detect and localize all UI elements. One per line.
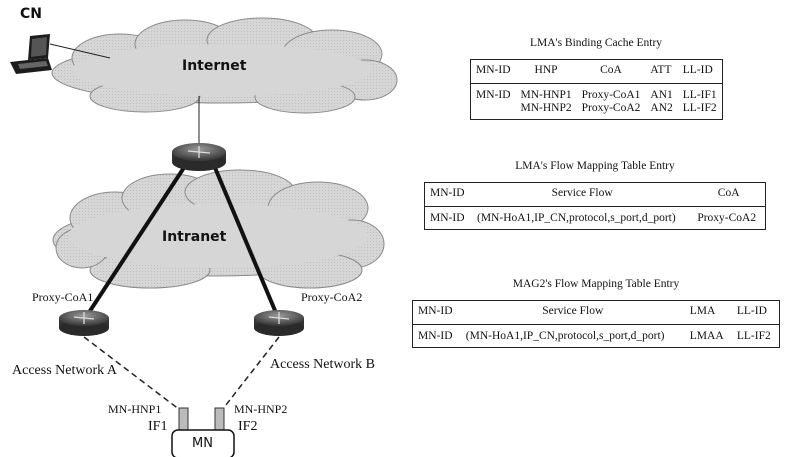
- router-b-icon: [254, 310, 304, 336]
- dashed-link-a: [83, 336, 181, 411]
- table-cell: (MN-HoA1,IP_CN,protocol,s_port,d_port): [465, 330, 665, 342]
- router-link-b: [211, 162, 281, 321]
- table-cell: Proxy-CoA1: [581, 89, 641, 101]
- table-row: MN-ID MN-HNP1 Proxy-CoA1 AN1 LL-IF1: [471, 84, 723, 103]
- header-cell: MN-ID: [470, 59, 516, 84]
- header-cell: LMA: [684, 300, 732, 325]
- table-header-row: MN-ID Service Flow LMA LL-ID: [412, 300, 780, 325]
- table-cell: AN2: [650, 102, 673, 114]
- header-cell: ATT: [645, 59, 678, 84]
- header-cell: Service Flow: [460, 300, 685, 325]
- router-link-a: [82, 161, 189, 322]
- mag2-flow-table: MN-ID Service Flow LMA LL-ID MN-ID (MN-H…: [412, 300, 780, 348]
- header-cell: LL-ID: [731, 300, 780, 325]
- table-cell: MN-HNP2: [520, 102, 572, 114]
- header-cell: HNP: [515, 59, 577, 84]
- cn-label: CN: [20, 6, 42, 22]
- header-cell: MN-ID: [412, 300, 461, 325]
- if2-label: IF2: [238, 419, 258, 434]
- if1-label: IF1: [148, 419, 168, 434]
- header-cell: Service Flow: [472, 182, 693, 207]
- binding-cache-title: LMA's Binding Cache Entry: [529, 37, 663, 49]
- laptop-icon: [10, 34, 52, 74]
- proxy-coa2-label: Proxy-CoA2: [301, 290, 363, 304]
- access-network-b-label: Access Network B: [270, 357, 375, 372]
- cn-internet-link: [49, 43, 111, 59]
- header-cell: MN-ID: [424, 182, 472, 207]
- table-cell: AN1: [650, 89, 673, 101]
- table-header-row: MN-ID HNP CoA ATT LL-ID: [470, 59, 723, 84]
- router-a-icon: [59, 310, 109, 336]
- table-cell: Proxy-CoA2: [581, 102, 641, 114]
- dashed-link-b: [221, 336, 280, 411]
- mn-label: MN: [192, 436, 213, 451]
- header-cell: CoA: [692, 182, 766, 207]
- table-cell: (MN-HoA1,IP_CN,protocol,s_port,d_port): [477, 212, 676, 224]
- table-cell: LL-IF2: [682, 102, 717, 114]
- mag2-flow-title: MAG2's Flow Mapping Table Entry: [512, 278, 680, 290]
- lma-flow-table: MN-ID Service Flow CoA MN-ID (MN-HoA1,IP…: [424, 182, 766, 230]
- binding-cache-table: MN-ID HNP CoA ATT LL-ID MN-ID MN-HNP1 Pr…: [470, 59, 723, 120]
- mobile-node-icon: [171, 407, 235, 457]
- intranet-label: Intranet: [162, 229, 227, 245]
- table-cell: MN-ID: [476, 89, 511, 101]
- header-cell: CoA: [576, 59, 646, 84]
- table-cell: [471, 102, 516, 120]
- table-row: MN-ID (MN-HoA1,IP_CN,protocol,s_port,d_p…: [413, 325, 780, 348]
- proxy-coa1-label: Proxy-CoA1: [32, 290, 94, 304]
- table-cell: MN-ID: [430, 212, 465, 224]
- table-header-row: MN-ID Service Flow CoA: [424, 182, 766, 207]
- table-row: MN-HNP2 Proxy-CoA2 AN2 LL-IF2: [471, 102, 723, 120]
- table-cell: LL-IF1: [682, 89, 717, 101]
- internet-label: Internet: [182, 58, 247, 74]
- table-row: MN-ID (MN-HoA1,IP_CN,protocol,s_port,d_p…: [425, 207, 766, 230]
- core-router-icon: [172, 143, 226, 171]
- table-cell: Proxy-CoA2: [697, 212, 757, 224]
- header-cell: LL-ID: [677, 59, 723, 84]
- mn-hnp1-label: MN-HNP1: [108, 402, 162, 416]
- table-cell: MN-HNP1: [520, 89, 572, 101]
- table-cell: MN-ID: [418, 330, 453, 342]
- access-network-a-label: Access Network A: [12, 363, 117, 378]
- mn-hnp2-label: MN-HNP2: [234, 402, 288, 416]
- table-cell: LMAA: [689, 330, 724, 342]
- table-cell: LL-IF2: [736, 330, 771, 342]
- lma-flow-title: LMA's Flow Mapping Table Entry: [515, 160, 675, 172]
